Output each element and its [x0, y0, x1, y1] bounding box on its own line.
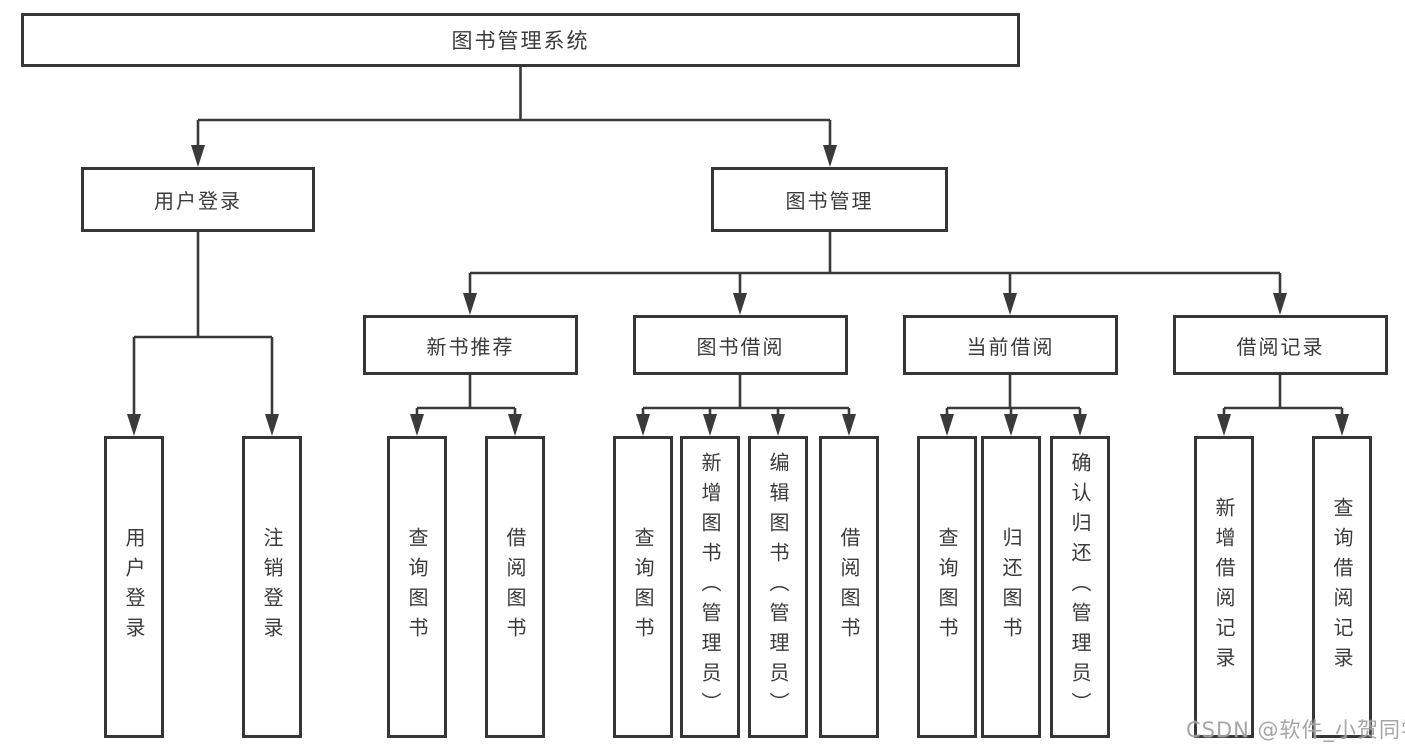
node-label: 归还图书 — [999, 527, 1023, 647]
leaf-current-query-book: 查询图书 — [917, 436, 977, 738]
node-label: 查询图书 — [631, 527, 655, 647]
node-label: 用户登录 — [122, 527, 146, 647]
leaf-current-confirm-return-admin: 确认归还（管理员） — [1050, 436, 1110, 738]
node-book-management: 图书管理 — [711, 167, 948, 232]
leaf-borrowing-add-book-admin: 新增图书（管理员） — [680, 436, 740, 738]
node-label: 新增借阅记录 — [1212, 497, 1236, 677]
leaf-user-login: 用户登录 — [104, 436, 164, 738]
node-label: 当前借阅 — [966, 334, 1055, 359]
node-label: 借阅图书 — [503, 527, 527, 647]
node-label: 编辑图书（管理员） — [766, 452, 790, 722]
node-label: 查询图书 — [935, 527, 959, 647]
leaf-borrowing-query-book: 查询图书 — [613, 436, 673, 738]
node-label: 图书借阅 — [696, 334, 785, 359]
leaf-records-query-record: 查询借阅记录 — [1312, 436, 1372, 738]
node-label: 确认归还（管理员） — [1068, 452, 1092, 722]
node-label: 注销登录 — [260, 527, 284, 647]
node-label: 用户登录 — [154, 189, 242, 213]
node-new-book-recommend: 新书推荐 — [363, 315, 578, 375]
node-label: 查询借阅记录 — [1330, 497, 1354, 677]
node-label: 借阅图书 — [837, 527, 861, 647]
node-book-borrowing: 图书借阅 — [633, 315, 848, 375]
node-label: 新增图书（管理员） — [698, 452, 722, 722]
leaf-recommend-borrow-book: 借阅图书 — [485, 436, 545, 738]
leaf-recommend-query-book: 查询图书 — [387, 436, 447, 738]
node-label: 图书管理 — [785, 189, 874, 213]
leaf-records-add-record: 新增借阅记录 — [1194, 436, 1254, 738]
node-current-borrowing: 当前借阅 — [903, 315, 1118, 375]
node-user-login: 用户登录 — [81, 167, 315, 232]
node-label: 借阅记录 — [1236, 334, 1325, 359]
node-label: 图书管理系统 — [451, 29, 590, 53]
node-library-management-system: 图书管理系统 — [21, 13, 1020, 67]
csdn-watermark: CSDN @软件_小贺同学 — [1186, 718, 1405, 742]
node-label: 新书推荐 — [426, 334, 515, 359]
leaf-current-return-book: 归还图书 — [981, 436, 1041, 738]
leaf-borrowing-borrow-book: 借阅图书 — [819, 436, 879, 738]
node-borrowing-records: 借阅记录 — [1173, 315, 1388, 375]
leaf-logout: 注销登录 — [242, 436, 302, 738]
leaf-borrowing-edit-book-admin: 编辑图书（管理员） — [748, 436, 808, 738]
node-label: 查询图书 — [405, 527, 429, 647]
